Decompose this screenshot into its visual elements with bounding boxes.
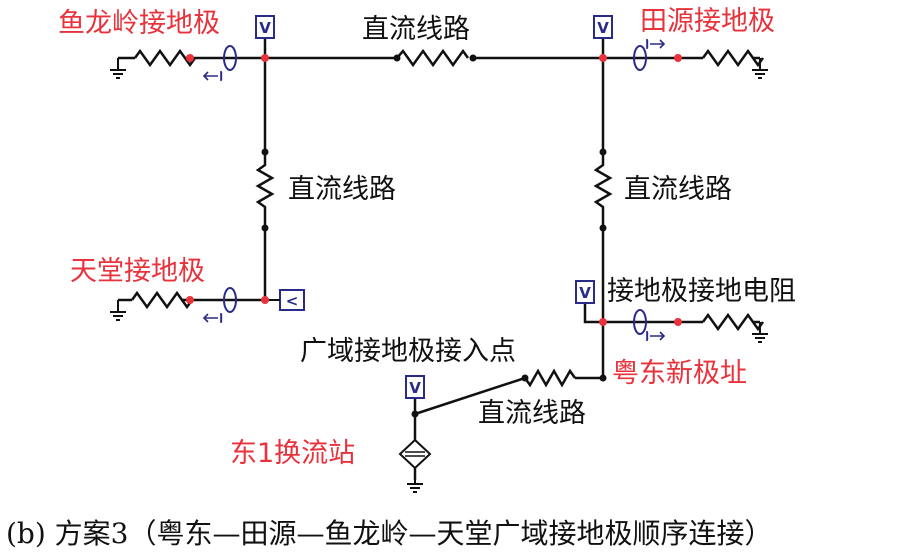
probe-glyph-yuedong: I [646, 330, 649, 343]
label-dong1-station: 东1换流站 [230, 438, 356, 469]
resistor-dc-top [396, 48, 470, 68]
node-red-2 [261, 54, 269, 62]
voltage-meter-tl [255, 15, 275, 39]
node-black-3 [261, 148, 269, 156]
label-tiantang: 天堂接地极 [70, 256, 205, 287]
current-probe-yuedong [633, 309, 647, 335]
probe-glyph-tiantang: I [220, 312, 223, 325]
node-black-8 [599, 374, 607, 382]
arrow-tianyuan [646, 39, 666, 49]
stem-meter-rm [583, 302, 603, 324]
probe-glyph-yulongling: I [220, 70, 223, 83]
resistor-tianyuan [701, 48, 765, 68]
ground-dong1 [407, 480, 423, 493]
current-probe-tiantang [223, 287, 237, 313]
node-black-9 [411, 410, 419, 418]
node-black-1 [393, 54, 401, 62]
ground-symbols [110, 58, 768, 493]
label-yuedong-site: 粤东新极址 [612, 358, 747, 389]
node-red-3 [599, 54, 607, 62]
ground-tiantang [110, 300, 126, 321]
resistor-dc-bottom [523, 368, 577, 388]
voltage-meter-rm [575, 280, 595, 304]
resistor-dc-left [255, 150, 275, 228]
label-yulongling: 鱼龙岭接地极 [58, 8, 220, 39]
label-grounding-resistance: 接地极接地电阻 [607, 276, 796, 307]
node-black-2 [469, 54, 477, 62]
node-red-1 [186, 54, 194, 62]
voltage-meter-tr [593, 15, 613, 39]
voltage-meter-dong1 [405, 375, 425, 399]
ground-yulongling [110, 58, 126, 79]
probe-glyph-tianyuan: I [646, 38, 649, 51]
arrow-yuedong [646, 331, 666, 341]
label-dc-line-top: 直流线路 [362, 14, 470, 45]
node-black-5 [599, 148, 607, 156]
node-red-4 [674, 54, 682, 62]
label-dc-line-bottom: 直流线路 [478, 398, 586, 429]
arrow-yulongling [202, 71, 222, 81]
label-wide-area-access: 广域接地极接入点 [300, 336, 516, 367]
ground-tianyuan [752, 58, 768, 79]
meter-glyph-tiantang: < [286, 292, 299, 310]
current-probe-tianyuan [633, 45, 647, 71]
node-red-8 [674, 318, 682, 326]
meter-glyph-tl: V [259, 19, 271, 37]
resistor-tiantang [130, 290, 194, 310]
node-red-5 [186, 296, 194, 304]
arrow-tiantang [202, 313, 222, 323]
meter-glyph-rm: V [579, 284, 591, 302]
converter-source-dong1 [398, 438, 432, 470]
meter-glyph-tr: V [597, 19, 609, 37]
node-black-6 [599, 224, 607, 232]
ground-yuedong [752, 322, 768, 343]
resistor-dc-right [593, 150, 613, 228]
current-probe-yulongling [223, 45, 237, 71]
node-black-7 [521, 374, 529, 382]
resistor-yuedong [701, 312, 765, 332]
label-tianyuan: 田源接地极 [640, 6, 775, 37]
node-black-4 [261, 224, 269, 232]
meter-glyph-dong1: V [409, 379, 421, 397]
label-dc-line-left: 直流线路 [288, 174, 396, 205]
wire-bottom-diagonal [414, 376, 526, 416]
node-red-6 [261, 296, 269, 304]
node-red-7 [599, 318, 607, 326]
resistor-yulongling [133, 48, 197, 68]
label-dc-line-right: 直流线路 [624, 174, 732, 205]
figure-caption: (b) 方案3（粤东—田源—鱼龙岭—天堂广域接地极顺序连接） [6, 517, 773, 550]
